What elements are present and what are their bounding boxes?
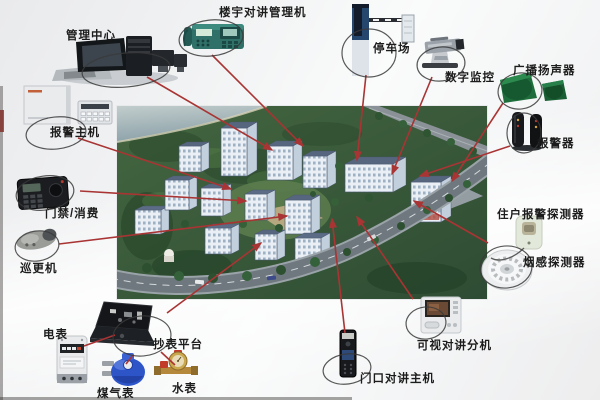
alarm-siren-label: 报警器: [537, 138, 575, 150]
gas-meter-device: [100, 352, 148, 388]
door-intercom-host-label: 门口对讲主机: [360, 373, 435, 385]
digital-surveillance-label: 数字监控: [445, 72, 495, 84]
broadcast-speaker-label: 广播扬声器: [513, 65, 576, 77]
residential-complex-aerial-photo: [108, 105, 497, 299]
photo-edge-artifact-bottom: [0, 397, 352, 400]
photo-edge-artifact-left: [0, 86, 3, 400]
building-intercom-manager-label: 楼宇对讲管理机: [219, 7, 307, 19]
patrol-reader-device: [14, 226, 60, 252]
photo-edge-artifact-left2: [0, 110, 4, 132]
electric-meter-device: [54, 334, 90, 388]
gas-meter-label: 煤气表: [97, 388, 135, 400]
building-intercom-manager-device: [180, 20, 246, 54]
alarm-host-label: 报警主机: [50, 127, 100, 139]
ptz-camera-device: [418, 36, 472, 70]
video-intercom-extension-device: [419, 295, 463, 335]
water-meter-device: [152, 350, 200, 380]
patrol-reader-label: 巡更机: [20, 263, 58, 275]
smoke-detector-label: 烟感探测器: [523, 257, 586, 269]
access-control-payment-label: 门禁/消费: [45, 208, 100, 220]
alarm-host-device: [22, 84, 114, 126]
parking-lot-label: 停车场: [373, 43, 411, 55]
management-center-label: 管理中心: [66, 30, 116, 42]
water-meter-label: 水表: [172, 383, 197, 395]
meter-reading-platform-label: 抄表平台: [153, 339, 203, 351]
aerial-photo-art: [108, 105, 497, 299]
video-intercom-extension-label: 可视对讲分机: [417, 340, 492, 352]
meter-reading-platform-device: [90, 300, 158, 352]
electric-meter-label: 电表: [43, 329, 68, 341]
door-intercom-host-device: [336, 328, 360, 380]
resident-alarm-detector-label: 住户报警探测器: [497, 209, 585, 221]
